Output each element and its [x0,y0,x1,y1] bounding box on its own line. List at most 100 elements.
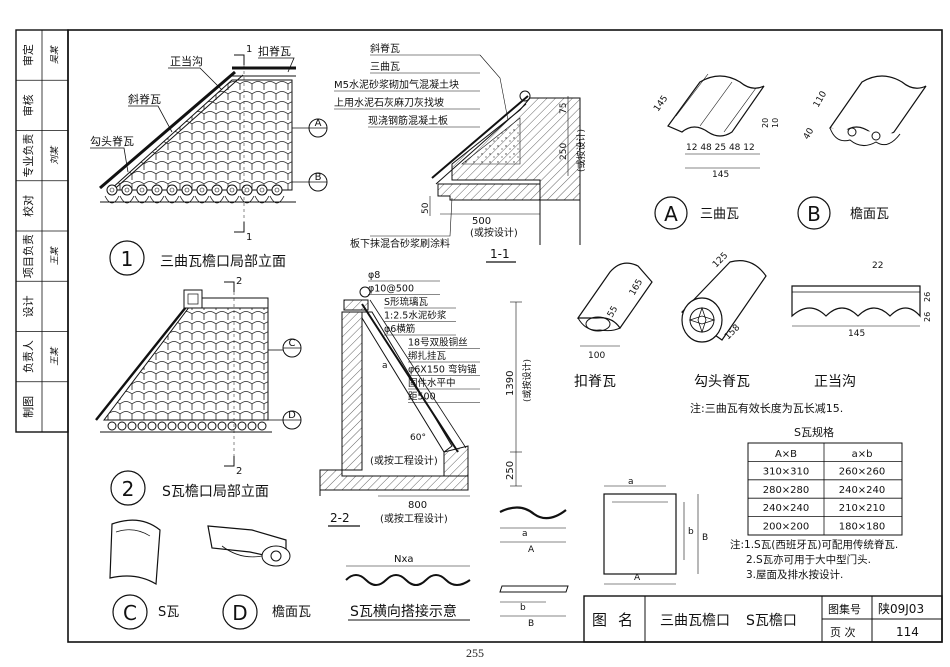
dim-500-design: (或按设计) [470,226,518,239]
dim-plan-a: a [628,477,634,487]
elev1-title: 三曲瓦檐口局部立面 [160,254,286,270]
dim-800-eng: (或按工程设计) [380,512,448,525]
tb-atlas: 陕09J03 [878,601,924,616]
sidebar-role: 项目负责 [21,234,35,278]
dim-250: 250 [559,143,569,160]
dim-plan-A: A [634,573,641,583]
dim-800: 800 [408,500,427,511]
dim-s-B: B [528,619,534,629]
dim-eng-top: (或按工程设计) [370,454,438,467]
spec-title: S瓦规格 [794,425,834,439]
spec-cell: 240×240 [839,485,886,496]
ref-c: C [289,338,296,349]
sec22-note: φ8 [368,270,380,281]
dim-a-145: 145 [652,94,670,114]
dim-zdg-22: 22 [872,261,883,271]
page-number: 255 [466,646,484,660]
tb-tu: 图 [592,611,607,629]
dim-500: 500 [472,216,491,227]
tile-c: C S瓦 [109,519,179,630]
dim-plan-b: b [688,527,694,537]
dim-b-110: 110 [812,89,829,109]
sec11-note: M5水泥砂浆砌加气混凝土块 [334,78,459,91]
tb-ming: 名 [618,611,633,629]
sidebar-role: 审定 [21,44,35,66]
label-zhengdanggou: 正当沟 [170,54,203,68]
ridge-tile-zdg: 22 26 26 145 正当沟 [791,261,932,390]
sec22-note: φ6横筋 [384,323,415,335]
section-2-2-title: 2-2 [330,511,350,525]
sidebar-signature: 吴某 [50,44,61,64]
note-line: 2.S瓦亦可用于大中型门头. [746,553,871,566]
spec-cell: 280×280 [763,485,810,496]
sec22-note: 距500 [408,392,436,403]
overlap-label: Nxa [394,554,414,565]
sidebar-role: 设计 [22,295,35,317]
cut-2-top: 2 [236,276,242,287]
tile-d-name: 檐面瓦 [272,605,311,620]
spec-cell: 210×210 [839,503,886,514]
spec-cell: 180×180 [839,522,886,533]
tile-d: D 檐面瓦 [207,525,311,630]
tb-page-label: 页 次 [830,625,856,639]
koujiwa-name: 扣脊瓦 [574,374,616,390]
ref-d: D [288,410,296,421]
sidebar-role: 制图 [22,396,35,418]
dim-250-22: 250 [505,461,516,480]
sidebar-signature: 王某 [50,245,61,265]
s-tile-profiles: a A b B a b B A [499,477,708,629]
sec22-note: 18号双股铜丝 [408,337,468,349]
title-block: 图 名 三曲瓦檐口 S瓦檐口 图集号 陕09J03 页 次 114 [583,595,943,643]
sec11-note: 三曲瓦 [370,61,400,73]
dim-b-40: 40 [802,126,817,141]
sec22-note: 固件水平中 [408,377,456,389]
label-koujiwa: 扣脊瓦 [258,44,291,58]
sec22-note: S形琉璃瓦 [384,296,429,308]
spec-header-ab-small: a×b [852,449,873,460]
tile-a: 145 20 10 12 48 25 48 12 145 A 三曲瓦 [652,73,780,230]
tile-b-name: 檐面瓦 [850,207,889,222]
dim-koujiwa-100: 100 [588,351,605,361]
ridge-tile-koujiwa: 55 165 100 扣脊瓦 [574,262,653,390]
spec-cell: 200×200 [763,522,810,533]
ref-b-1: B [315,172,322,183]
note-plaster: 板下抹混合砂浆刷涂料 [350,237,450,250]
sec11-note: 现浇钢筋混凝土板 [368,114,448,127]
spec-cell: 260×260 [839,466,886,477]
dim-koujiwa-55: 55 [606,305,620,320]
note-line: 注:1.S瓦(西班牙瓦)可配用传统脊瓦. [730,538,898,551]
dim-plan-B: B [702,533,708,543]
dim-60deg: 60° [410,433,426,443]
sec22-note: φ6X150 弯钩锚 [408,364,477,376]
dim-75: 75 [559,103,569,114]
dim-s-A: A [528,545,535,555]
dim-a-10: 10 [771,118,780,128]
tile-d-circle: D [232,601,247,625]
dim-zdg-26a: 26 [923,292,932,302]
sec11-note: 上用水泥石灰麻刀灰找坡 [334,96,444,109]
overlap-diagram: Nxa S瓦横向搭接示意 [345,554,471,621]
dim-1390-design: (或按设计) [521,359,533,402]
ridge-tile-goutou: 125 158 勾头脊瓦 [681,251,767,390]
tile-b-circle: B [807,202,821,226]
sec22-note: 1:2.5水泥砂浆 [384,310,447,322]
sidebar-role: 审核 [21,94,35,116]
elevation-1-sanqu: 1 1 正当沟 扣脊瓦 斜脊瓦 勾头脊瓦 A B 1 三曲瓦檐口局部立面 [90,44,328,276]
sidebar-signature: 王某 [50,346,61,366]
zdg-name: 正当沟 [814,374,856,390]
cut-1-bottom: 1 [246,232,252,243]
label-xiejiwa: 斜脊瓦 [128,92,161,106]
section-1-1-title: 1-1 [490,247,510,261]
tb-atlas-label: 图集号 [828,602,861,616]
dim-a-bottom: 12 48 25 48 12 [686,143,755,153]
sec22-note: φ10@500 [368,284,414,295]
tb-page: 114 [896,625,919,639]
cut-1-top: 1 [246,44,252,55]
dim-a-20: 20 [761,118,770,128]
notes-s-tile: 注:1.S瓦(西班牙瓦)可配用传统脊瓦.2.S瓦亦可用于大中型门头.3.屋面及排… [730,538,898,581]
sec11-note: 斜脊瓦 [370,42,400,55]
section-1-1: 75 250 (或按设计) 50 500 (或按设计) 斜脊瓦三曲瓦M5水泥砂浆… [334,42,587,263]
spec-cell: 310×310 [763,466,810,477]
elev2-title: S瓦檐口局部立面 [162,484,269,500]
